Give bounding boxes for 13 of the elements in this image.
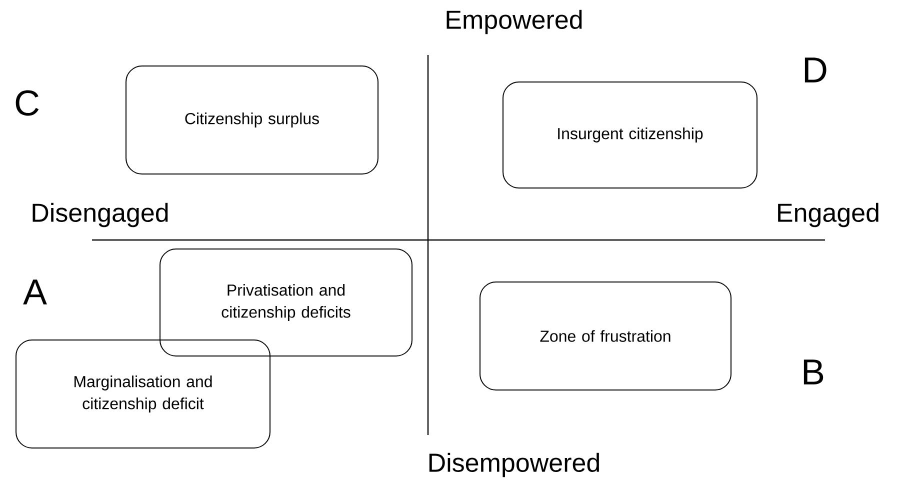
quadrant-letter: D xyxy=(804,58,826,82)
axis-label: Engaged xyxy=(778,202,878,228)
quadrant-letter: B xyxy=(804,360,824,384)
quadrant-box: Privatisation and citizenship deficits xyxy=(160,248,412,356)
axis-label: Disempowered xyxy=(429,452,599,478)
quadrant-box: Marginalisation and citizenship deficit xyxy=(16,339,270,448)
quadrant-letter: A xyxy=(23,280,47,304)
axis-label: Disengaged xyxy=(32,202,168,228)
quadrant-box: Citizenship surplus xyxy=(126,66,378,174)
quadrant-box: Insurgent citizenship xyxy=(502,82,758,188)
quadrant-letter: C xyxy=(16,90,39,116)
quadrant-box: Zone of frustration xyxy=(480,281,732,390)
axis-label: Empowered xyxy=(446,10,582,34)
